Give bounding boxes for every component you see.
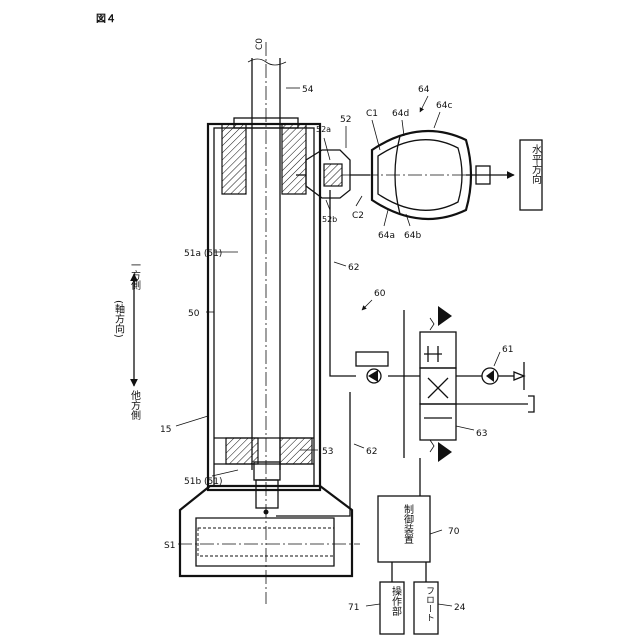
label-70: 70 [448,527,460,537]
label-s1: S1 [164,541,175,551]
label-c0: C0 [255,38,265,50]
horizontal-direction-text: 水平方向 [530,144,542,184]
label-63: 63 [476,429,487,439]
roller [178,486,360,576]
other-side-text: 他方側 [129,389,141,420]
pipe-62 [264,190,357,516]
label-51b: 51b (51) [184,477,223,487]
label-54: 54 [302,85,314,95]
pump-61 [456,362,534,412]
label-51a: 51a (51) [184,249,222,259]
label-52: 52 [340,115,351,125]
label-62-upper: 62 [348,263,359,273]
piston-rod [248,58,286,470]
axial-direction-text: (軸方向) [113,300,125,338]
check-valve [356,352,420,383]
control-device-text: 制御装置 [402,503,414,544]
label-15: 15 [160,425,171,435]
label-50: 50 [188,309,200,319]
label-24: 24 [454,603,466,613]
operation-unit-text: 操作部 [390,585,402,617]
label-64b: 64b [404,231,421,241]
valve-52 [296,150,370,198]
hydraulic-cylinder [208,118,320,508]
label-62-lower: 62 [366,447,377,457]
label-52a: 52a [316,125,331,134]
label-64a: 64a [378,231,395,241]
figure-title: 図４ [96,13,116,25]
label-c2: C2 [352,211,364,221]
label-64d: 64d [392,109,409,119]
label-61: 61 [502,345,513,355]
piston-left [226,438,258,464]
label-64c: 64c [436,101,452,111]
label-c1: C1 [366,109,378,119]
label-60: 60 [374,289,386,299]
one-side-text: 一方側 [129,260,141,290]
label-52b: 52b [322,215,337,224]
float-text: フロート [424,586,434,622]
label-53: 53 [322,447,333,457]
directional-valve-63 [404,306,456,462]
label-71: 71 [348,603,359,613]
piston-right [280,438,312,464]
label-64: 64 [418,85,430,95]
